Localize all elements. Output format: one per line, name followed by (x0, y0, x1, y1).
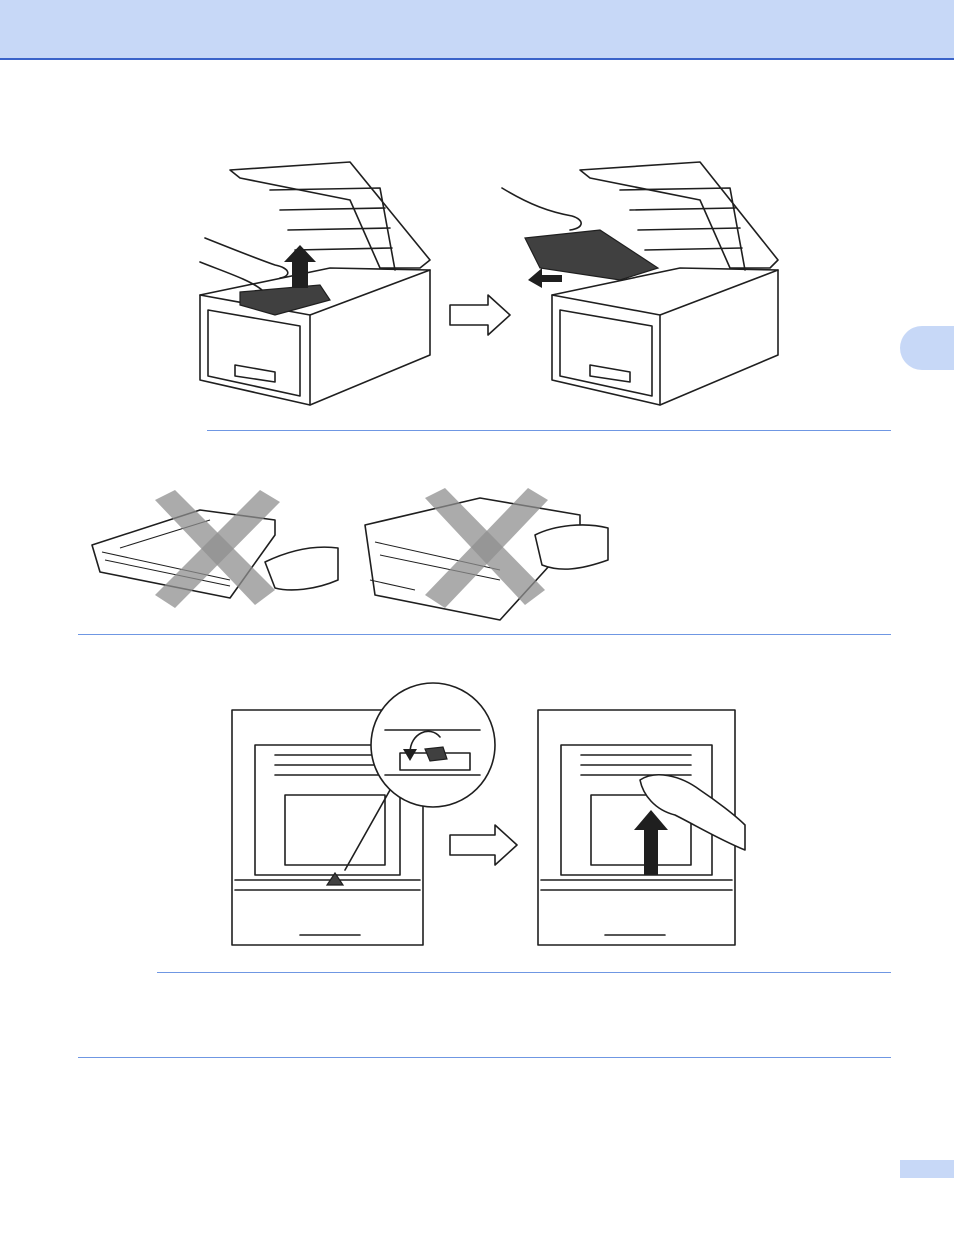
page-number-tab (900, 1160, 954, 1178)
figure-remove-belt (225, 675, 755, 955)
chapter-tab (900, 326, 954, 370)
hand-icon (535, 525, 608, 569)
header-band (0, 0, 954, 60)
figure-do-not-touch-belt (80, 480, 620, 620)
right-arrow-icon (450, 295, 510, 335)
hand-icon (265, 547, 338, 590)
hand-icon (502, 188, 581, 230)
printer-icon (552, 162, 778, 405)
section-divider (207, 430, 891, 431)
section-divider (78, 634, 891, 635)
section-divider (78, 1057, 891, 1058)
right-arrow-icon (450, 825, 517, 865)
figure-remove-drum (180, 150, 800, 410)
drum-unit-icon (525, 230, 658, 280)
section-divider (157, 972, 891, 973)
printer-icon (200, 162, 430, 405)
